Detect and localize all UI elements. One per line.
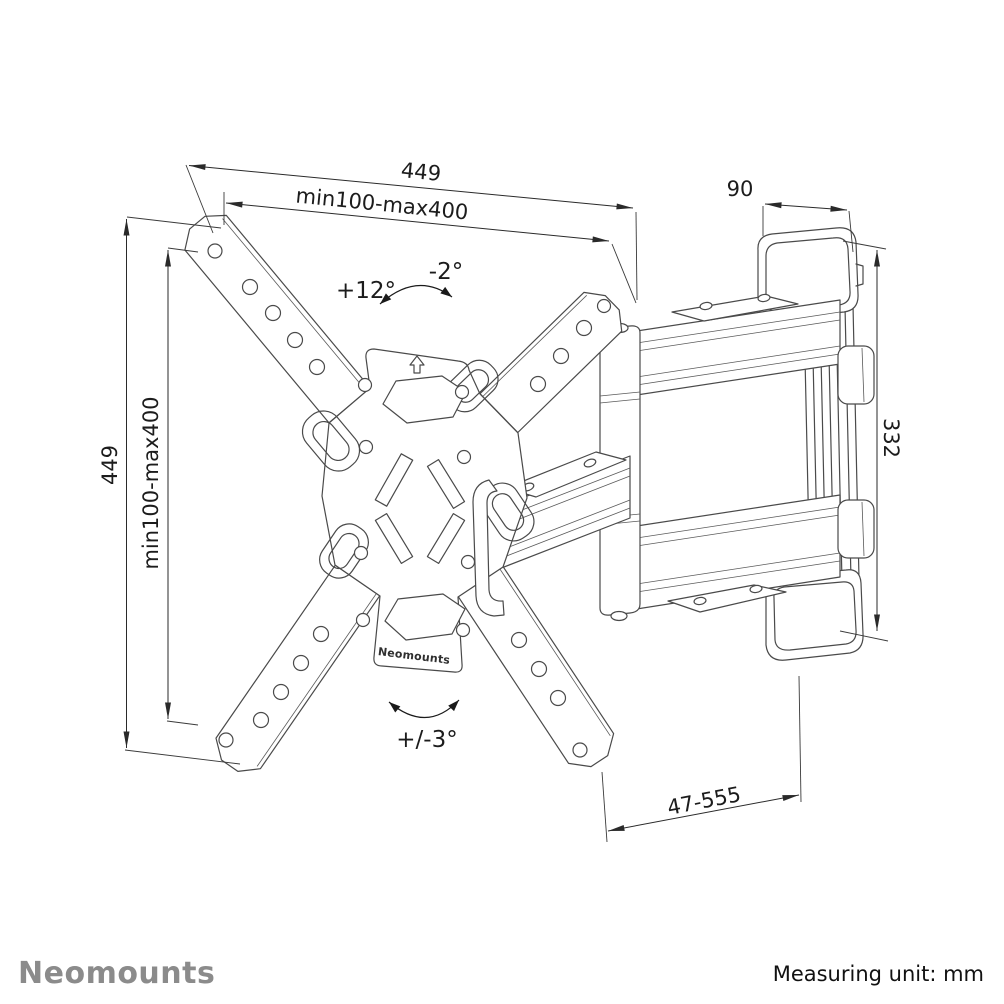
corner-slide-channels: [301, 359, 535, 579]
dim-line-bracket-width: [764, 202, 848, 212]
hexagon-cutout-bottom: [384, 593, 466, 641]
dim-left-vesa-label: min100-max400: [139, 396, 163, 570]
dim-line-extension: [607, 794, 800, 832]
vesa-arm-top-left: [184, 214, 371, 424]
dim-line-top-vesa: [225, 201, 610, 243]
tilt-down-label: -2°: [428, 259, 464, 285]
vesa-arm-bottom-right: [457, 566, 615, 768]
top-arm-bar: [629, 293, 841, 397]
dim-line-top-width: [188, 164, 634, 210]
swivel-angle-arc: [388, 699, 460, 719]
brand-logo: Neomounts: [18, 956, 216, 991]
dim-left-height-label: 449: [98, 444, 122, 486]
plate-screw-holes: [353, 377, 476, 638]
dim-top-width-label: 449: [399, 158, 443, 186]
vesa-arm-bottom-left: [215, 564, 381, 772]
vesa-arms: [184, 214, 623, 772]
articulated-arm: [485, 293, 875, 622]
dim-bracket-height-label: 332: [879, 417, 903, 459]
hinge-bolt-bottom: [610, 610, 628, 622]
bottom-arm-bar: [629, 494, 841, 613]
dimension-annotations: [123, 164, 889, 843]
mounting-slots: [374, 453, 466, 564]
measuring-unit-note: Measuring unit: mm: [772, 962, 984, 986]
swivel-label: +/-3°: [396, 727, 458, 753]
up-arrow-icon: [409, 355, 425, 374]
tilt-up-label: +12°: [335, 278, 397, 304]
plate-hook-bracket: [472, 479, 505, 617]
vesa-centre-plate: [301, 348, 535, 673]
tilt-angle-arc: [379, 285, 453, 305]
dim-bracket-width-label: 90: [726, 177, 754, 201]
